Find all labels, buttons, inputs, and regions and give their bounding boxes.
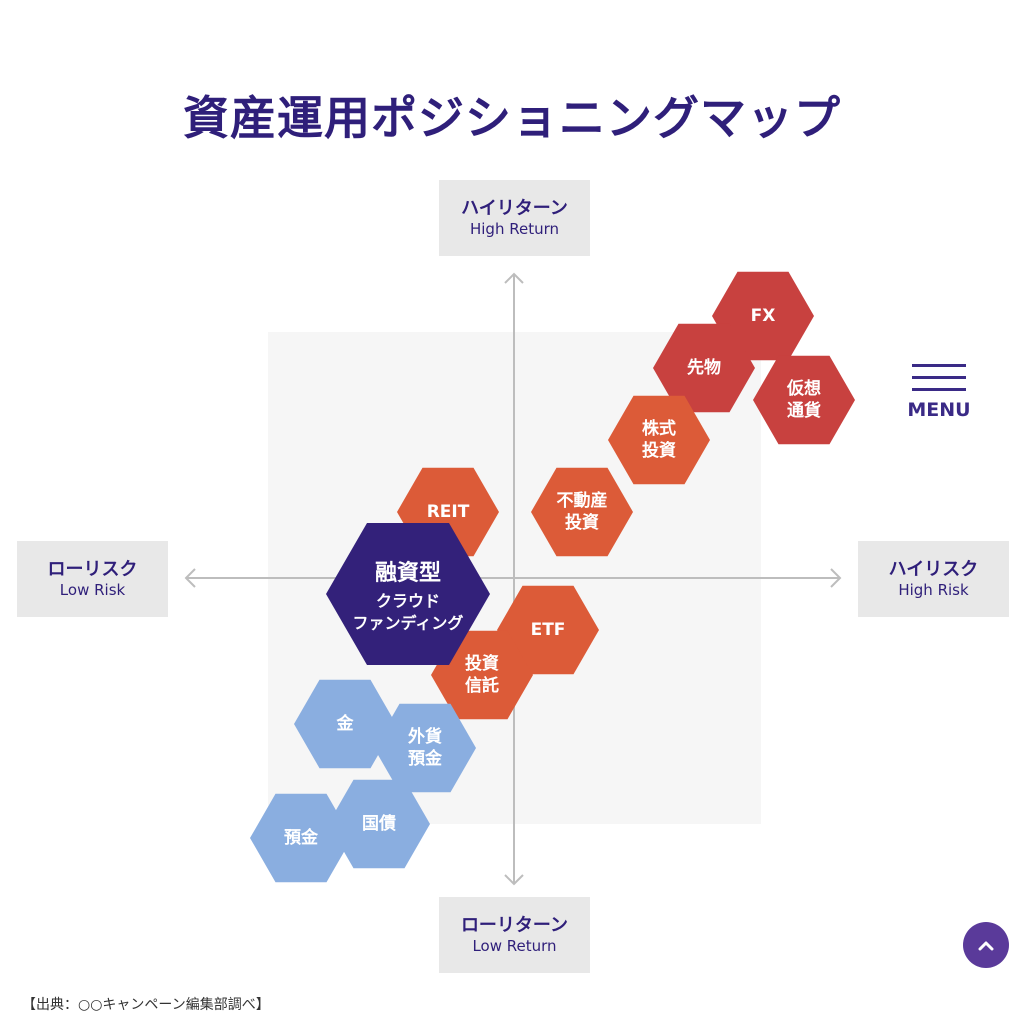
hex-shape — [250, 793, 352, 883]
hex-shape — [294, 679, 396, 769]
axis-label-jp: ハイリスク — [888, 559, 979, 580]
hex-shape — [608, 395, 710, 485]
arrow-down-icon — [504, 874, 524, 886]
hex-label: 通貨 — [787, 400, 821, 421]
hex-label: 預金 — [408, 748, 443, 769]
hex-deposit: 預金 — [250, 793, 352, 883]
source-note: 【出典：○○キャンペーン編集部調べ】 — [22, 997, 270, 1013]
hex-gov-bond: 国債 — [328, 779, 430, 869]
hex-shape — [531, 467, 633, 557]
chevron-up-icon — [978, 941, 994, 951]
hex-shape — [374, 703, 476, 793]
hex-label: REIT — [427, 502, 470, 522]
hex-label: FX — [751, 306, 776, 326]
arrow-right-icon — [830, 568, 842, 588]
axis-label-en: Low Return — [472, 937, 557, 955]
axis-label-high-return: ハイリターン High Return — [439, 180, 590, 256]
hamburger-icon-bar — [912, 376, 966, 379]
axis-label-jp: ハイリターン — [461, 198, 568, 219]
hex-shape — [497, 585, 599, 675]
hex-label: 投資 — [565, 512, 599, 533]
hex-label: 仮想 — [786, 378, 821, 399]
hamburger-icon-bar — [912, 388, 966, 391]
hex-label: 不動産 — [557, 490, 608, 511]
hex-label: ファンディング — [353, 614, 464, 633]
menu-button[interactable]: MENU — [904, 364, 974, 434]
axis-label-low-return: ローリターン Low Return — [439, 897, 590, 973]
axis-label-en: High Return — [469, 220, 560, 238]
hex-shape — [653, 323, 755, 413]
page-title: 資産運用ポジショニングマップ — [183, 91, 841, 145]
hex-label: 融資型 — [375, 560, 441, 586]
hex-label: 信託 — [465, 675, 499, 696]
hamburger-icon-bar — [912, 364, 966, 367]
hex-shape — [753, 355, 855, 445]
scroll-to-top-button[interactable] — [963, 922, 1009, 968]
axis-label-en: High Risk — [898, 581, 969, 599]
hex-label: 金 — [336, 713, 355, 734]
hex-label: 国債 — [362, 813, 396, 834]
hex-shape — [431, 630, 533, 720]
axis-label-en: Low Risk — [59, 581, 126, 599]
hex-futures: 先物 — [653, 323, 755, 413]
hex-label: 外貨 — [408, 726, 442, 747]
hex-label: 先物 — [687, 357, 721, 378]
hex-shape — [326, 523, 490, 665]
arrow-up-icon — [504, 272, 524, 284]
axis-label-high-risk: ハイリスク High Risk — [858, 541, 1009, 617]
axis-label-low-risk: ローリスク Low Risk — [17, 541, 168, 617]
hex-label: 預金 — [284, 827, 319, 848]
hex-gold: 金 — [294, 679, 396, 769]
hex-label: 株式 — [642, 418, 676, 439]
arrow-left-icon — [184, 568, 196, 588]
hex-label: ETF — [531, 620, 566, 640]
hex-shape — [328, 779, 430, 869]
hex-label: 投資 — [642, 440, 676, 461]
axis-label-jp: ローリターン — [460, 915, 569, 936]
axes — [184, 272, 842, 886]
hex-label: 投資 — [465, 653, 499, 674]
hex-etf: ETF — [497, 585, 599, 675]
hex-label: クラウド — [376, 592, 440, 611]
menu-label: MENU — [907, 399, 971, 421]
axis-label-jp: ローリスク — [47, 559, 138, 580]
